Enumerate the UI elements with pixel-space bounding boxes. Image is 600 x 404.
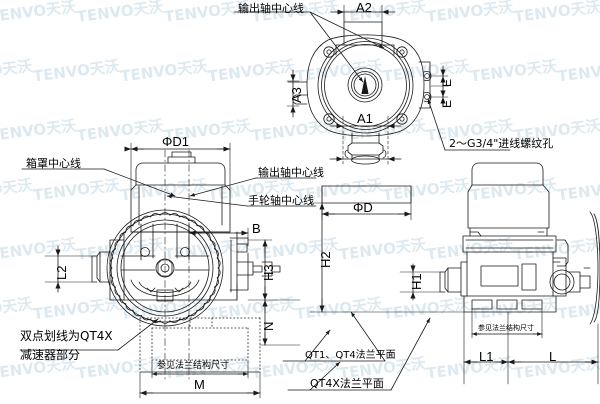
dim-label-h3: H3 bbox=[261, 264, 276, 281]
label-flange-plane-qt1-qt4: QT1、QT4法兰平面 bbox=[305, 350, 396, 361]
leader-cable-entry bbox=[427, 98, 511, 151]
label-cable-entry: 2～G3/4"进线螺纹孔 bbox=[449, 137, 554, 150]
leader-cover-centerline bbox=[21, 168, 176, 197]
leader-output-shaft-mid bbox=[189, 177, 317, 197]
dim-h2 bbox=[309, 202, 465, 313]
dim-label-e-lower: E bbox=[440, 99, 454, 108]
dim-label-phi-d: ΦD bbox=[353, 200, 373, 215]
view-side-actuator bbox=[439, 162, 600, 325]
leader-qt4x-note bbox=[19, 318, 159, 351]
dim-label-l: L bbox=[549, 349, 557, 364]
dim-phi-d bbox=[321, 185, 412, 221]
leader-output-shaft-top bbox=[233, 11, 385, 83]
dim-label-a3: A3 bbox=[289, 87, 304, 103]
dim-l bbox=[507, 323, 599, 385]
label-flange-ref-side: 参见法兰结构尺寸 bbox=[478, 324, 534, 332]
view-front-handwheel bbox=[91, 149, 281, 381]
dim-label-h1: H1 bbox=[409, 273, 424, 290]
dim-phi-d1 bbox=[124, 142, 231, 191]
dim-a3 bbox=[286, 69, 300, 118]
dim-flange-side bbox=[471, 308, 543, 339]
view-top-housing bbox=[287, 21, 432, 165]
dim-label-h2: H2 bbox=[318, 251, 333, 268]
label-handwheel-shaft-centerline: 手轮轴中心线 bbox=[248, 194, 314, 207]
leader-flange-plane-qt4x bbox=[287, 317, 431, 391]
dim-flange-front bbox=[151, 359, 249, 379]
dim-a1 bbox=[329, 115, 402, 166]
leader-handwheel-centerline bbox=[166, 194, 317, 207]
dim-label-a2: A2 bbox=[356, 0, 372, 15]
centerlines-front bbox=[164, 149, 190, 381]
dim-b bbox=[188, 224, 249, 241]
dim-h3 bbox=[247, 239, 301, 301]
qt4x-reducer-outline bbox=[139, 317, 261, 373]
dim-l2 bbox=[44, 245, 93, 293]
dim-label-m: M bbox=[194, 377, 205, 392]
label-qt4x-note-line1: 双点划线为QT4X bbox=[20, 329, 113, 343]
label-cover-centerline: 箱罩中心线 bbox=[26, 157, 81, 170]
dim-label-a1: A1 bbox=[357, 111, 373, 126]
label-qt4x-note-line2: 减速器部分 bbox=[20, 348, 81, 362]
dim-m bbox=[139, 371, 261, 399]
leader-flange-plane-qt1 bbox=[282, 311, 386, 362]
dim-e-pair bbox=[430, 65, 449, 108]
dim-n bbox=[259, 299, 301, 346]
dim-label-b: B bbox=[252, 221, 261, 236]
dim-l1 bbox=[463, 311, 509, 385]
dim-label-e-upper: E bbox=[440, 78, 454, 87]
dim-h1 bbox=[399, 263, 441, 301]
label-flange-ref-front: 参见法兰结构尺寸 bbox=[157, 361, 230, 371]
dim-label-phi-d1: ΦD1 bbox=[162, 134, 189, 149]
label-output-shaft-centerline-mid: 输出轴中心线 bbox=[258, 166, 324, 179]
dim-a2 bbox=[330, 4, 396, 23]
label-output-shaft-centerline-top: 输出轴中心线 bbox=[238, 2, 304, 15]
dim-label-n: N bbox=[261, 321, 276, 331]
label-flange-plane-qt4x: QT4X法兰平面 bbox=[310, 377, 384, 390]
dim-label-l2: L2 bbox=[54, 265, 69, 280]
dim-label-l1: L1 bbox=[479, 349, 494, 364]
